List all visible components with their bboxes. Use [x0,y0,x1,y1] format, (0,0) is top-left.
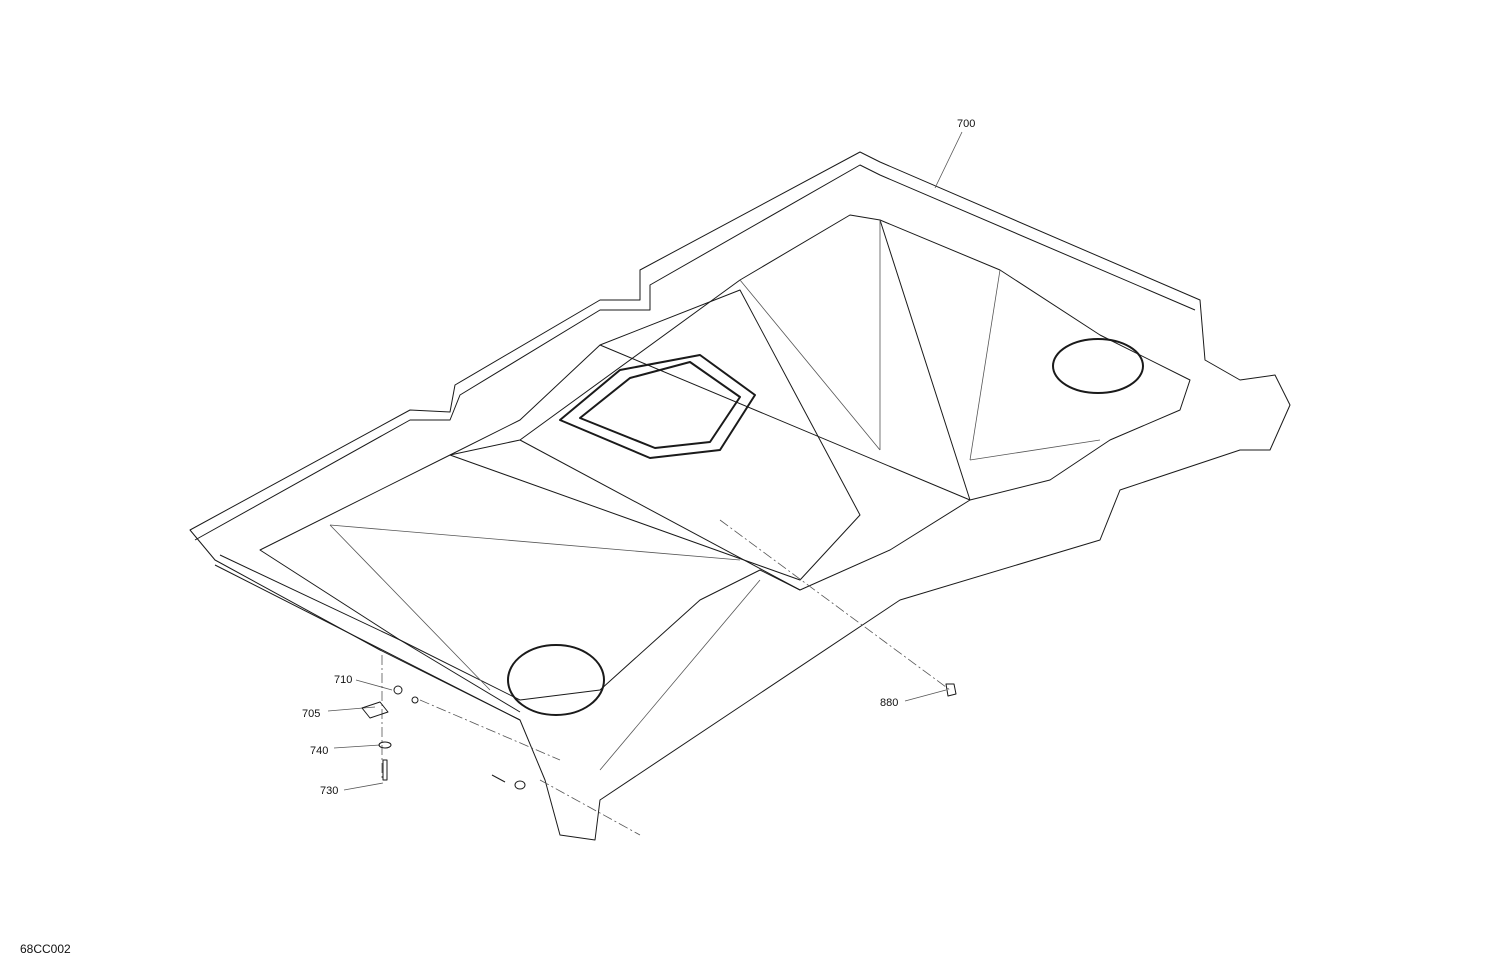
callout-710: 710 [334,674,353,686]
figure-id: 68CC002 [20,942,71,956]
inner-tray [259,214,1191,701]
speaker-cutout-right [1052,338,1144,394]
callout-740: 740 [310,745,329,757]
callout-700: 700 [957,118,976,130]
callout-730: 730 [320,785,339,797]
callout-705: 705 [302,708,321,720]
roof-panel-outline [189,151,1291,841]
callout-880: 880 [880,697,899,709]
speaker-cutout-left [507,644,605,716]
